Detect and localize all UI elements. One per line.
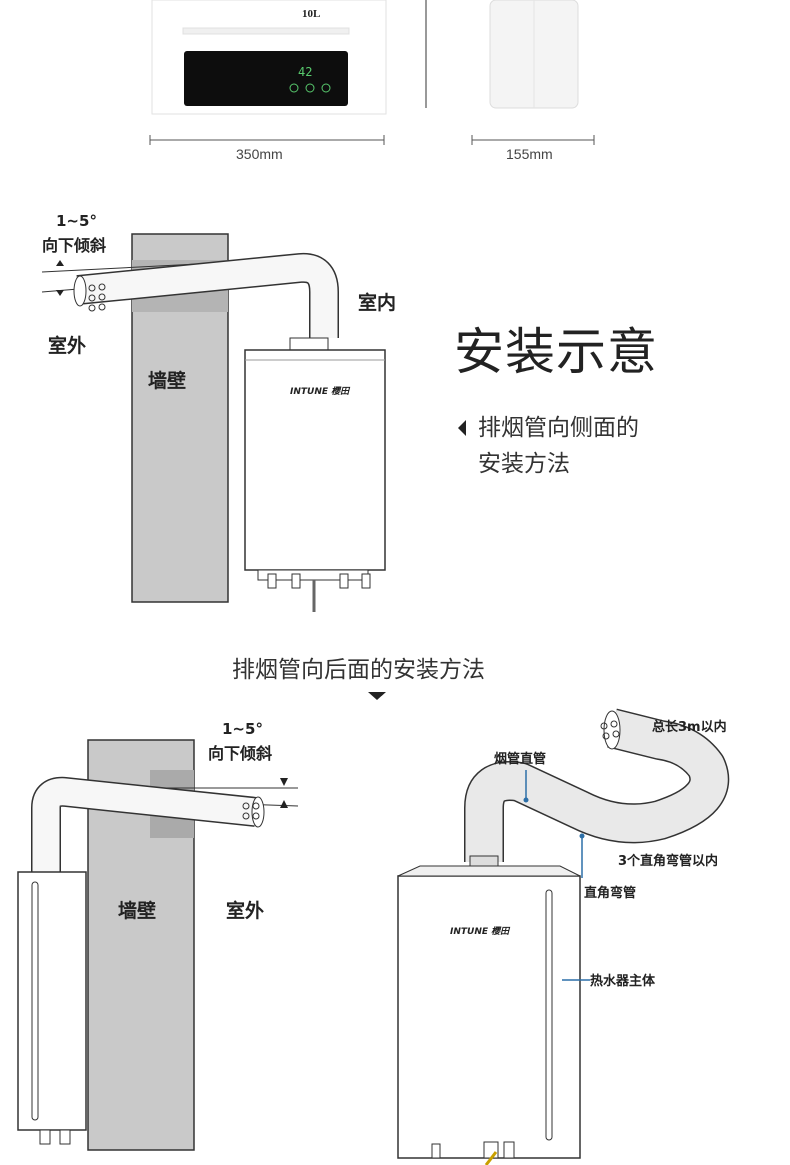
straight-pipe-label: 烟管直管 — [494, 752, 547, 767]
angle-desc-1: 向下倾斜 — [42, 236, 107, 255]
caret-left-icon — [458, 420, 466, 436]
elbow-label: 直角弯管 — [584, 886, 637, 901]
page-title: 安装示意 — [454, 323, 658, 381]
depth-dimension-line — [471, 135, 595, 145]
subtitle-line-1: 排烟管向侧面的 — [478, 415, 639, 441]
angle-label-1: 1~5° — [56, 212, 97, 230]
exhaust-pipe-side — [73, 252, 339, 338]
subtitle-line-2: 安装方法 — [478, 451, 570, 477]
main-body-label: 热水器主体 — [590, 974, 656, 989]
width-dimension-label: 350mm — [236, 146, 283, 162]
caret-down-icon — [368, 692, 386, 700]
heater-unit-back — [17, 871, 87, 1145]
indoor-label: 室内 — [358, 292, 397, 314]
angle-desc-2: 向下倾斜 — [208, 744, 273, 763]
product-side-view — [489, 0, 579, 109]
back-install-title: 排烟管向后面的安装方法 — [232, 657, 485, 683]
elbow-limit-label: 3个直角弯管以内 — [618, 854, 719, 869]
callout-lines — [523, 770, 590, 981]
wall-label-2: 墙壁 — [118, 900, 157, 922]
display-readout: 42 — [298, 65, 313, 79]
wall-label-1: 墙壁 — [148, 370, 187, 392]
exhaust-pipe-back — [31, 776, 265, 872]
outdoor-label-1: 室外 — [48, 335, 87, 357]
heater-unit-side — [244, 337, 386, 612]
product-front-view — [151, 0, 387, 115]
brand-logo-2: INTUNE 樱田 — [450, 927, 510, 937]
depth-dimension-label: 155mm — [506, 146, 553, 162]
heater-unit-parts — [397, 865, 581, 1165]
brand-logo-1: INTUNE 樱田 — [290, 387, 350, 397]
angle-label-2: 1~5° — [222, 720, 263, 738]
total-length-label: 总长3m以内 — [652, 720, 727, 735]
capacity-label: 10L — [302, 8, 321, 20]
outdoor-label-2: 室外 — [226, 900, 265, 922]
width-dimension-line — [149, 135, 385, 145]
